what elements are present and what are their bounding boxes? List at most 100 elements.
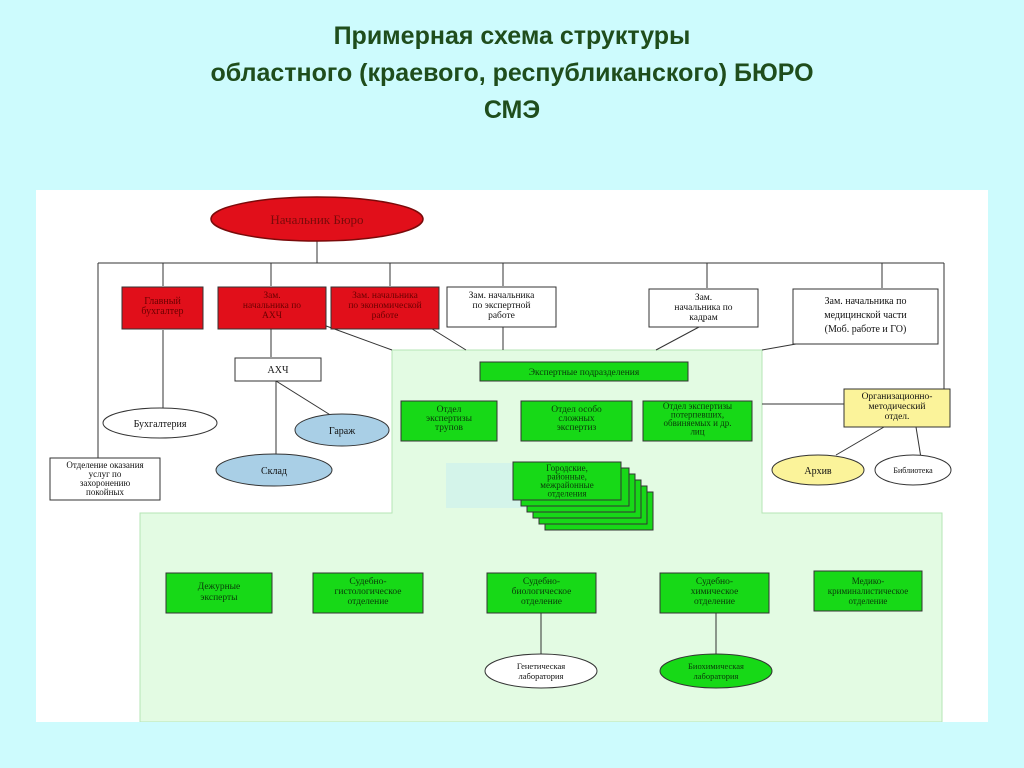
library-node [874,454,952,486]
label-line: лаборатория [519,671,564,681]
expert-units-label: Экспертные подразделения [529,368,640,378]
chief-accountant-box [121,286,204,330]
label-line: Отдел особо [551,404,602,415]
accounting-node [102,407,218,439]
label-line: по экономической [348,300,421,311]
label-line: Зам. начальника [352,291,418,301]
label-line: Организационно- [862,392,933,402]
warehouse-label: Склад [261,466,287,477]
duty-experts-box [165,572,273,614]
label-line: работе [488,310,515,321]
method-dept-box [843,388,951,428]
label-line: Городские, [546,463,588,473]
accounting-label: Бухгалтерия [134,419,187,430]
label-line: химическое [691,587,739,597]
label-line: отделения [547,489,586,499]
label-line: Зам. [263,291,280,301]
label-line: районные, [547,472,587,482]
label-line: услуг по [89,469,122,479]
genetic-lab-node [484,653,598,689]
label-line: Зам. начальника по [825,296,907,307]
warehouse-node [215,453,333,487]
label-line: Зам. начальника [469,291,535,301]
deputy-ahch-box [217,286,327,330]
label-line: биологическое [512,586,572,597]
label-line: гистологическое [335,587,402,597]
label-line: начальника по [674,303,732,313]
label-line: Отдел экспертизы [663,401,732,411]
slide-title-line-2: областного (краевого, республиканского) … [210,59,814,87]
biology-box [486,572,597,614]
head-of-bureau-node [210,196,424,242]
city-units-stack [512,461,654,531]
label-line: АХЧ [262,311,282,321]
label-line: экспертизы [426,414,473,424]
histology-box [312,572,424,614]
label-line: отделение [694,597,735,607]
slide-title-line-1: Примерная схема структуры [333,22,691,50]
biochem-lab-node [659,653,773,689]
garage-node [294,413,390,447]
library-label: Библиотека [893,466,933,475]
label-line: медицинской части [824,310,907,321]
label-line: Отдел [437,405,462,415]
ahch-label: АХЧ [268,365,289,376]
chemistry-box [659,572,770,614]
label-line: Медико- [852,576,885,586]
label-line: Дежурные [198,582,241,592]
label-line: отделение [521,597,562,607]
deputy-economic-box [330,286,440,330]
expert-units-header [479,361,689,382]
label-line: начальника по [243,301,301,311]
label-line: Генетическая [517,661,565,671]
label-line: Главный [144,296,181,307]
label-line: Зам. [695,293,712,303]
label-line: лаборатория [694,671,739,681]
complex-exams-box [520,400,633,442]
label-line: кадрам [689,313,718,323]
label-line: по экспертной [473,300,531,311]
label-line: экспертиз [557,423,597,433]
label-line: потерпевших, [671,410,724,420]
group-exams-box [400,400,498,442]
deputy-medical-box [792,288,939,345]
label-line: Биохимическая [688,661,744,671]
archive-node [771,454,865,486]
archive-label: Архив [804,466,832,477]
deputy-personnel-box [648,288,759,328]
garage-label: Гараж [329,426,355,437]
burial-services-box [49,457,161,501]
label-line: методический [869,401,926,412]
label-line: обвиняемых и др. [664,418,732,428]
label-line: отдел. [885,412,910,422]
slide-title: Примерная схема структуры областного (кр… [0,18,1024,129]
label-line: сложных [558,414,595,424]
label-line: межрайонные [540,480,593,490]
label-line: захоронению [80,478,131,488]
label-line: отделение [347,597,388,607]
victims-exams-box [642,400,753,442]
label-line: работе [372,310,399,321]
head-of-bureau-label: Начальник Бюро [270,212,363,227]
label-line: эксперты [200,593,238,603]
ahch-box [234,357,322,382]
